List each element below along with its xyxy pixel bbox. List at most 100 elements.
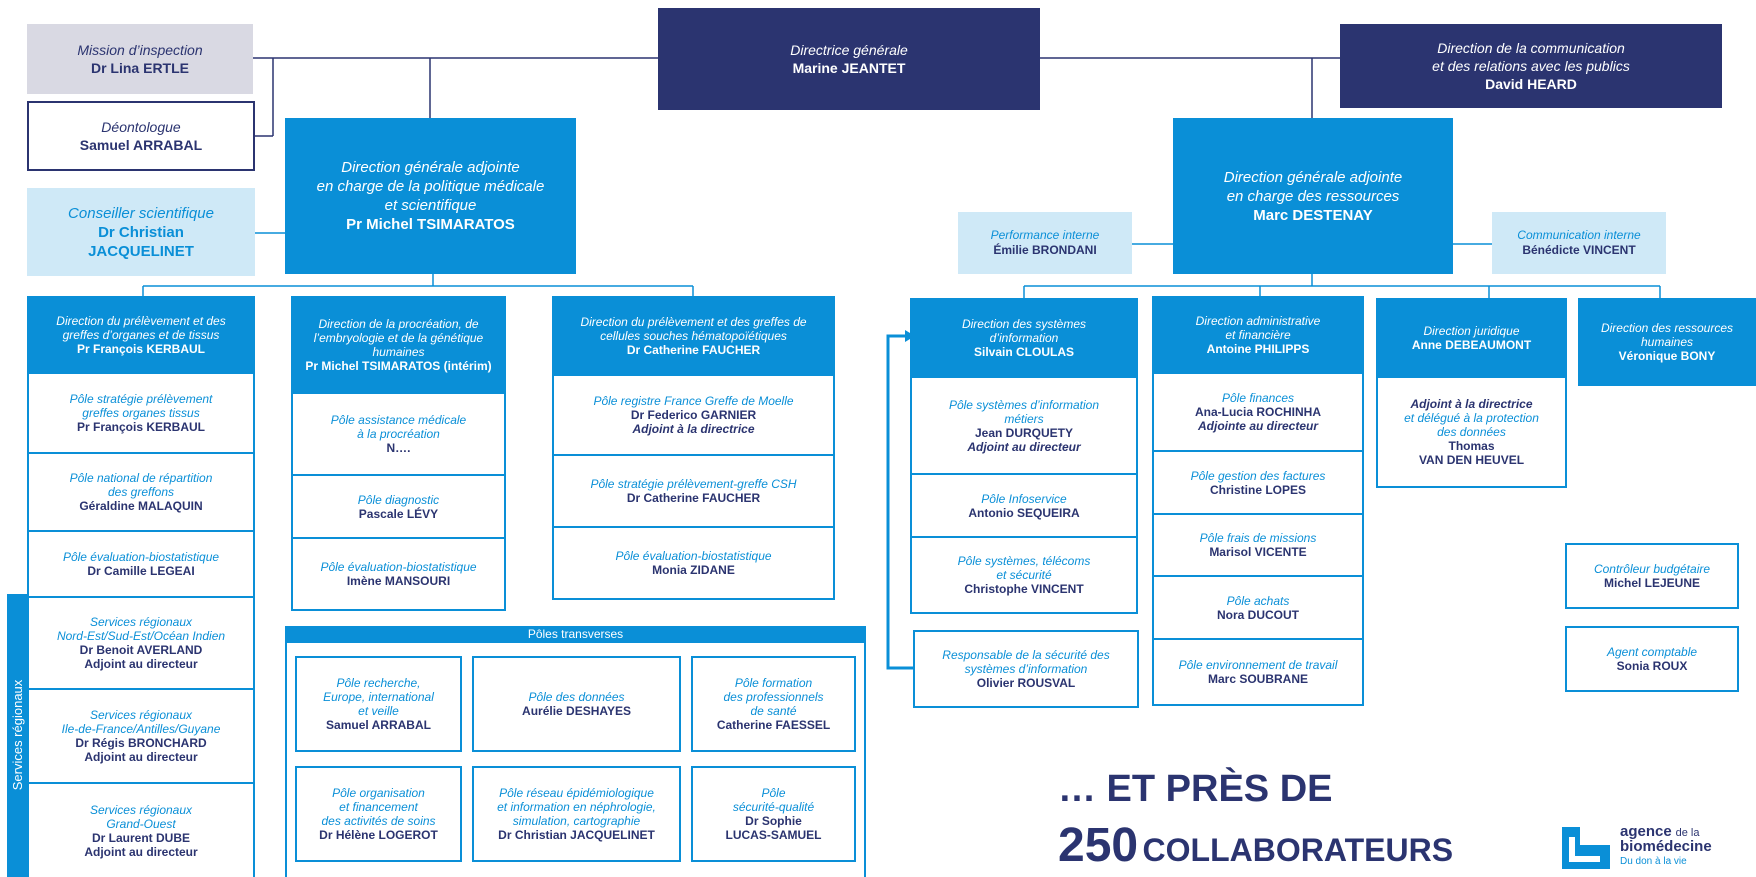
pole-label: et veille [358, 704, 399, 718]
list-item: Pôle réseau épidémiologique et informati… [472, 766, 681, 862]
directrice-generale-box: Directrice générale Marine JEANTET [658, 8, 1040, 110]
list-item: Pôle organisation et financement des act… [295, 766, 462, 862]
pole-label: Pôle des données [528, 690, 625, 704]
header-role-line: humaines [372, 345, 425, 359]
pole-label: et financement [339, 800, 418, 814]
pole-head-title: Adjoint au directeur [84, 750, 198, 764]
pole-label: greffes organes tissus [82, 406, 200, 420]
pole-head-name: Imène MANSOURI [346, 574, 451, 588]
pole-label: Pôle registre France Greffe de Moelle [593, 394, 794, 408]
list-item: Pôle assistance médicale à la procréatio… [293, 394, 504, 474]
column-systemes-information: Direction des systèmes d’information Sil… [910, 298, 1138, 614]
list-item: Pôle registre France Greffe de Moelle Dr… [554, 376, 833, 454]
communication-box: Direction de la communication et des rel… [1340, 24, 1722, 108]
communication-role-1: Direction de la communication [1437, 40, 1625, 56]
header-name: Antoine PHILIPPS [1206, 342, 1310, 356]
pole-head-name: Nora DUCOUT [1216, 607, 1299, 622]
pole-label: des données [1437, 425, 1506, 439]
pole-label: sécurité-qualité [732, 800, 815, 814]
rssi-role: systèmes d’information [964, 662, 1088, 676]
header-role-line: et financière [1225, 328, 1291, 342]
list-item: Pôle évaluation-biostatistique Imène MAN… [293, 537, 504, 609]
pole-label: Pôle recherche, [336, 676, 421, 690]
list-item: Pôle national de répartition des greffon… [29, 452, 253, 530]
pole-head-name: N…. [386, 441, 411, 455]
list-item: Pôle environnement de travail Marc SOUBR… [1154, 638, 1362, 704]
dga-ressources-name: Marc DESTENAY [1253, 206, 1373, 224]
agent-comptable-box: Agent comptable Sonia ROUX [1565, 626, 1739, 692]
list-item: Pôle formation des professionnels de san… [691, 656, 856, 752]
rh-name: Véronique BONY [1618, 349, 1716, 363]
pole-head-name: Ana-Lucia ROCHINHA [1194, 405, 1321, 419]
column-administrative-financiere: Direction administrative et financière A… [1152, 296, 1364, 706]
dga-ressources-role-2: en charge des ressources [1226, 187, 1400, 205]
pole-label: et délégué à la protection [1404, 411, 1539, 425]
pole-label: de santé [750, 704, 797, 718]
pole-head-name: Dr Régis BRONCHARD [75, 736, 207, 750]
mission-inspection-box: Mission d’inspection Dr Lina ERTLE [27, 24, 253, 94]
conseiller-name-1: Dr Christian [98, 223, 184, 241]
logo-mark-icon [1562, 827, 1610, 869]
list-item: Pôle des données Aurélie DESHAYES [472, 656, 681, 752]
header-name: Silvain CLOULAS [973, 345, 1074, 359]
rssi-box: Responsable de la sécurité des systèmes … [913, 630, 1139, 708]
column-cellules-souches: Direction du prélèvement et des greffes … [552, 296, 835, 600]
column-si-header: Direction des systèmes d’information Sil… [910, 298, 1138, 378]
header-role-line: greffes d’organes et de tissus [62, 328, 220, 342]
agent-name: Sonia ROUX [1616, 659, 1688, 673]
pole-head-name: Dr Federico GARNIER [630, 408, 757, 422]
agent-role: Agent comptable [1606, 645, 1698, 659]
pole-head-name: Antonio SEQUEIRA [968, 505, 1080, 520]
pole-label: Pôle [761, 786, 786, 800]
dga-medical-role-3: et scientifique [384, 197, 477, 214]
pole-head-title: Adjoint au directeur [967, 439, 1081, 454]
pole-label: et information en néphrologie, [497, 800, 656, 814]
header-role-line: Direction du prélèvement et des [56, 314, 226, 328]
pole-head-name: Catherine FAESSEL [716, 718, 831, 732]
pole-head-name: Dr Christian JACQUELINET [498, 828, 655, 842]
conseiller-role: Conseiller scientifique [68, 204, 214, 222]
list-item: Pôle évaluation-biostatistique Dr Camill… [29, 530, 253, 596]
pole-label: Pôle finances [1221, 391, 1295, 405]
dga-ressources-role-1: Direction générale adjointe [1223, 168, 1403, 186]
tagline-number: 250 [1058, 819, 1139, 872]
pole-head-name: Dr Sophie [745, 814, 802, 828]
mission-name: Dr Lina ERTLE [90, 60, 189, 76]
pole-label: Pôle environnement de travail [1178, 658, 1338, 672]
rh-box: Direction des ressources humaines Véroni… [1578, 298, 1756, 386]
pole-head-name: Christophe VINCENT [964, 582, 1084, 596]
communication-role-2: et des relations avec les publics [1432, 58, 1630, 74]
dga-medical-role-2: en charge de la politique médicale [316, 178, 545, 195]
list-item: Services régionaux Grand-Ouest Dr Lauren… [29, 782, 253, 877]
dga-medical-name: Pr Michel TSIMARATOS [346, 216, 515, 233]
dga-medical-role-1: Direction générale adjointe [341, 159, 520, 176]
pole-label: Pôle évaluation-biostatistique [320, 560, 477, 574]
list-item: Pôle stratégie prélèvement greffes organ… [29, 374, 253, 452]
pole-label: Services régionaux [89, 708, 193, 722]
list-item: Services régionaux Ile-de-France/Antille… [29, 688, 253, 782]
perf-role: Performance interne [990, 228, 1100, 242]
list-item: Pôle systèmes d’information métiers Jean… [912, 378, 1136, 473]
pole-label: Pôle national de répartition [69, 471, 213, 485]
mission-role: Mission d’inspection [77, 42, 203, 58]
column-procreation-header: Direction de la procréation, de l’embryo… [291, 296, 506, 394]
pole-label: des professionnels [723, 690, 824, 704]
column-juridique: Direction juridique Anne DEBEAUMONT Adjo… [1376, 298, 1567, 488]
rssi-role: Responsable de la sécurité des [942, 648, 1110, 662]
pole-label: Services régionaux [89, 802, 193, 817]
pole-label: Europe, international [323, 690, 434, 704]
header-role-line: Direction du prélèvement et des greffes … [580, 315, 807, 329]
dga-ressources-box: Direction générale adjointe en charge de… [1173, 118, 1453, 274]
list-item: Pôle Infoservice Antonio SEQUEIRA [912, 473, 1136, 536]
pole-head-name: Dr Catherine FAUCHER [626, 491, 761, 505]
list-item: Pôle diagnostic Pascale LÉVY [293, 474, 504, 537]
deontologue-box: Déontologue Samuel ARRABAL [27, 101, 255, 171]
conseiller-box: Conseiller scientifique Dr Christian JAC… [27, 188, 255, 276]
column-procreation: Direction de la procréation, de l’embryo… [291, 296, 506, 611]
pole-head-name: Dr Benoit AVERLAND [79, 643, 203, 657]
header-name: Pr François KERBAUL [76, 342, 206, 356]
column-organes-header: Direction du prélèvement et des greffes … [27, 296, 255, 374]
column-organes: Direction du prélèvement et des greffes … [27, 296, 255, 877]
header-role-line: l’embryologie et de la génétique [313, 331, 484, 345]
services-regionaux-label: Services régionaux [10, 679, 25, 791]
